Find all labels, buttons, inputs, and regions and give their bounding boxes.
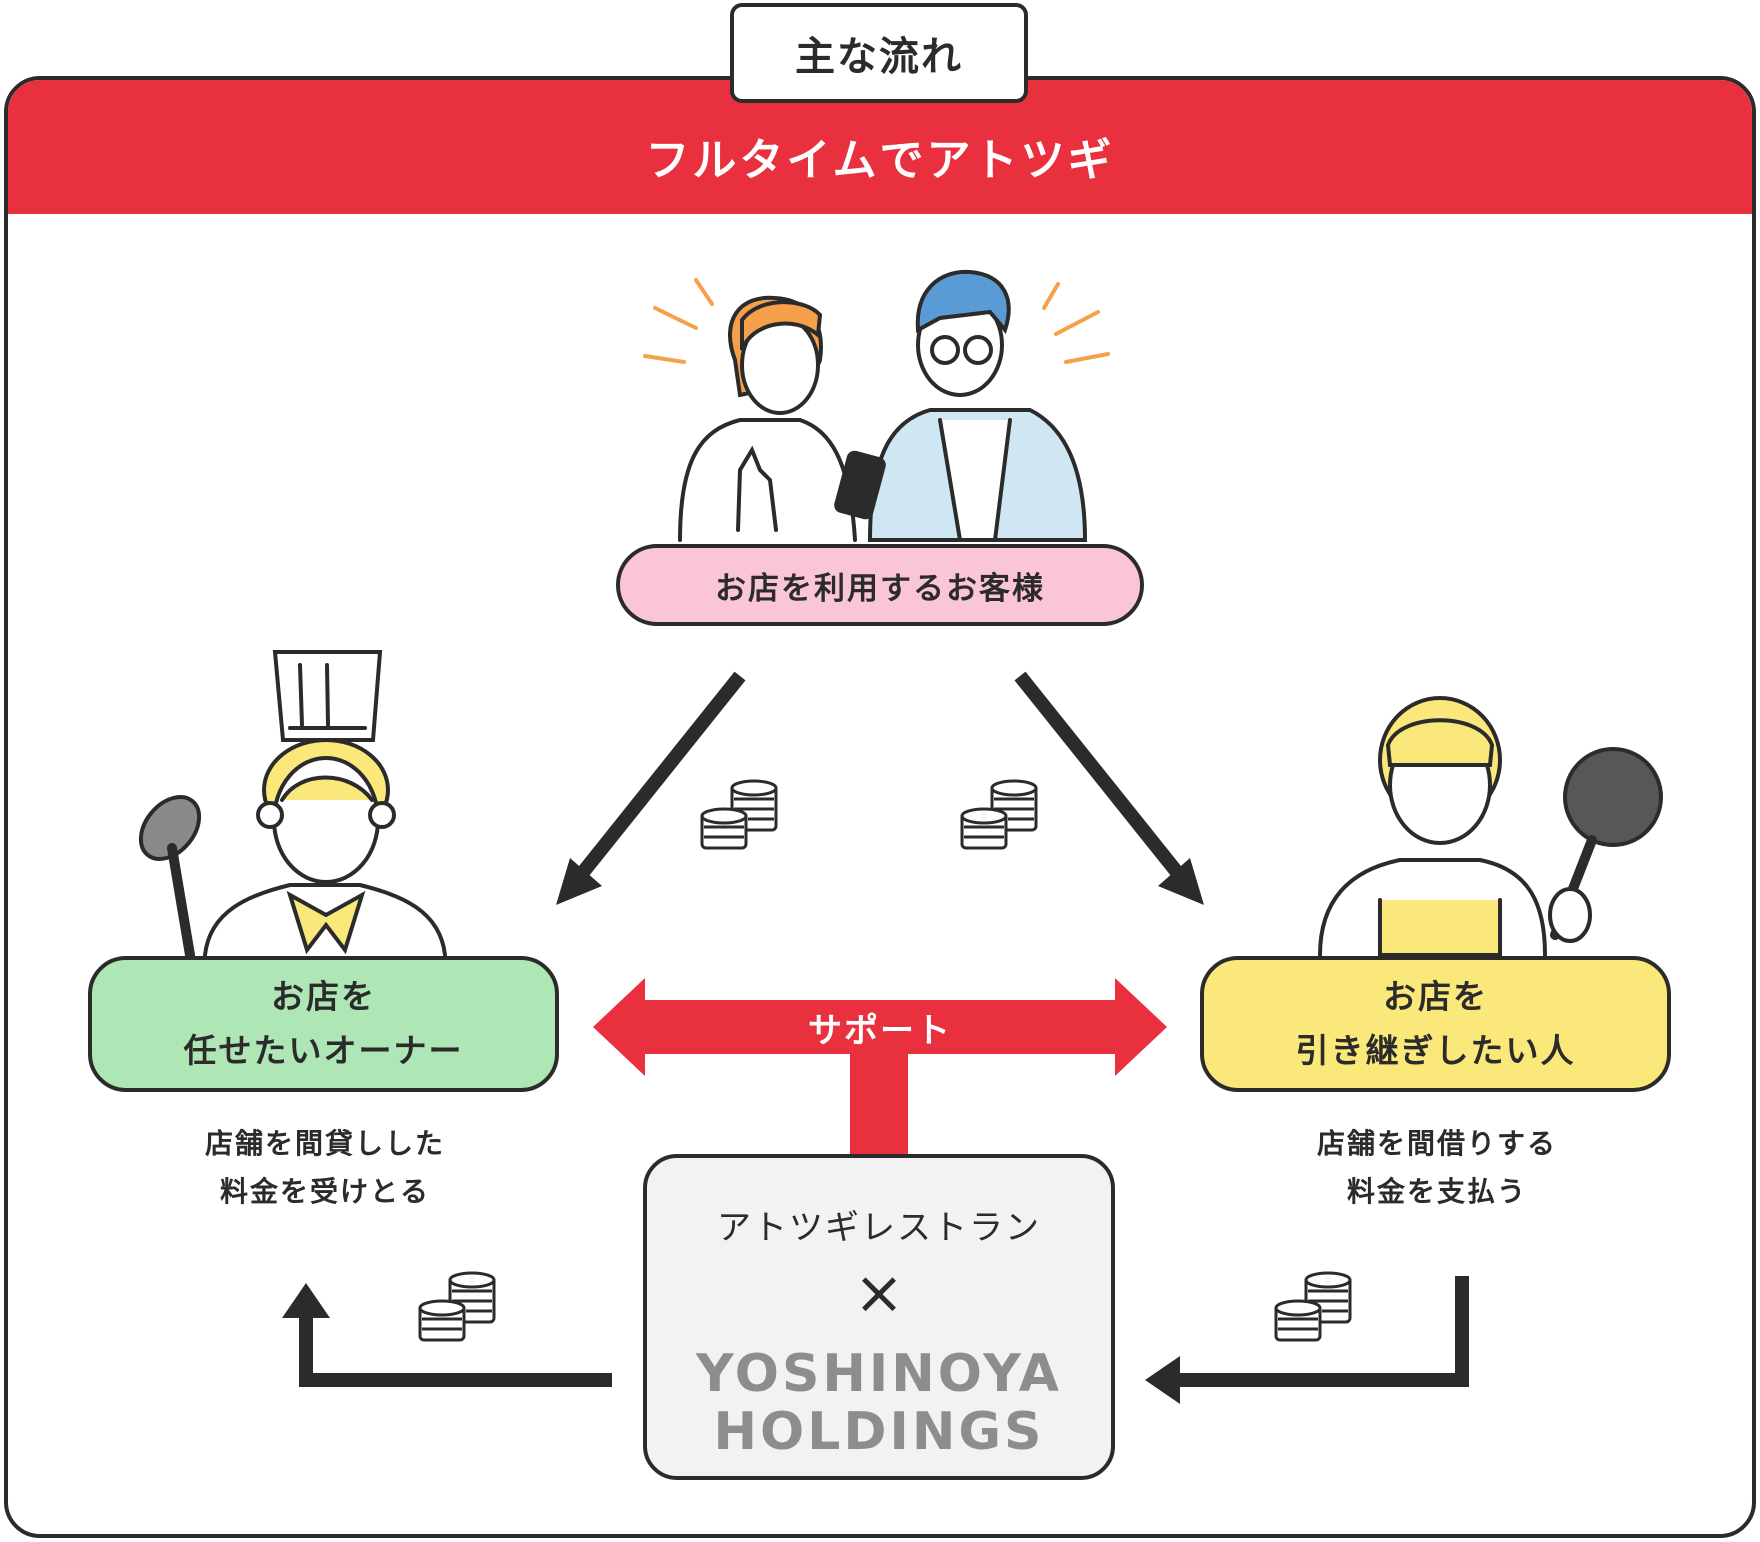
payment-arrow-to-heir xyxy=(1014,671,1204,905)
company-cross: × xyxy=(853,1258,905,1328)
support-arrow xyxy=(593,978,1167,1158)
company-node: アトツギレストラン × YOSHINOYA HOLDINGS xyxy=(643,1154,1115,1480)
heir-node: お店を 引き継ぎしたい人 xyxy=(1200,956,1671,1092)
chef-illustration xyxy=(138,650,447,960)
customers-illustration xyxy=(643,269,1110,542)
owner-node: お店を 任せたいオーナー xyxy=(88,956,559,1092)
banner-title: フルタイムでアトツギ xyxy=(645,135,1115,186)
coin-stack-icon xyxy=(700,779,778,850)
company-name: アトツギレストラン xyxy=(717,1208,1041,1248)
coin-stack-icon xyxy=(1274,1271,1352,1342)
company-brand-line2: HOLDINGS xyxy=(713,1402,1045,1462)
heir-note: 店舗を間借りする 料金を支払う xyxy=(1262,1120,1612,1216)
coin-stack-icon xyxy=(418,1271,496,1342)
payment-arrow-to-company xyxy=(1180,1276,1469,1387)
coin-stack-icon xyxy=(960,779,1038,850)
customer-label: お店を利用するお客様 xyxy=(715,570,1045,607)
heir-note-line1: 店舗を間借りする xyxy=(1316,1127,1557,1160)
owner-note-line1: 店舗を間貸しした xyxy=(204,1127,445,1160)
payment-arrow-to-owner xyxy=(556,671,746,905)
owner-label-line2: 任せたいオーナー xyxy=(183,1031,464,1070)
owner-note: 店舗を間貸しした 料金を受けとる xyxy=(150,1120,500,1216)
cook-illustration xyxy=(1318,696,1663,957)
arrow-icon xyxy=(282,1283,330,1318)
customer-node: お店を利用するお客様 xyxy=(616,544,1144,626)
owner-label-line1: お店を xyxy=(271,977,376,1016)
heir-label-line2: 引き継ぎしたい人 xyxy=(1295,1031,1576,1070)
company-brand-line1: YOSHINOYA xyxy=(695,1344,1063,1404)
support-label: サポート xyxy=(808,1011,952,1051)
heir-label-line1: お店を xyxy=(1383,977,1488,1016)
arrow-icon xyxy=(1145,1356,1180,1404)
payment-arrow-from-company xyxy=(299,1318,612,1387)
section-tab: 主な流れ xyxy=(730,3,1028,103)
tab-label: 主な流れ xyxy=(795,34,963,80)
owner-note-line2: 料金を受けとる xyxy=(219,1175,430,1208)
heir-note-line2: 料金を支払う xyxy=(1346,1175,1527,1208)
